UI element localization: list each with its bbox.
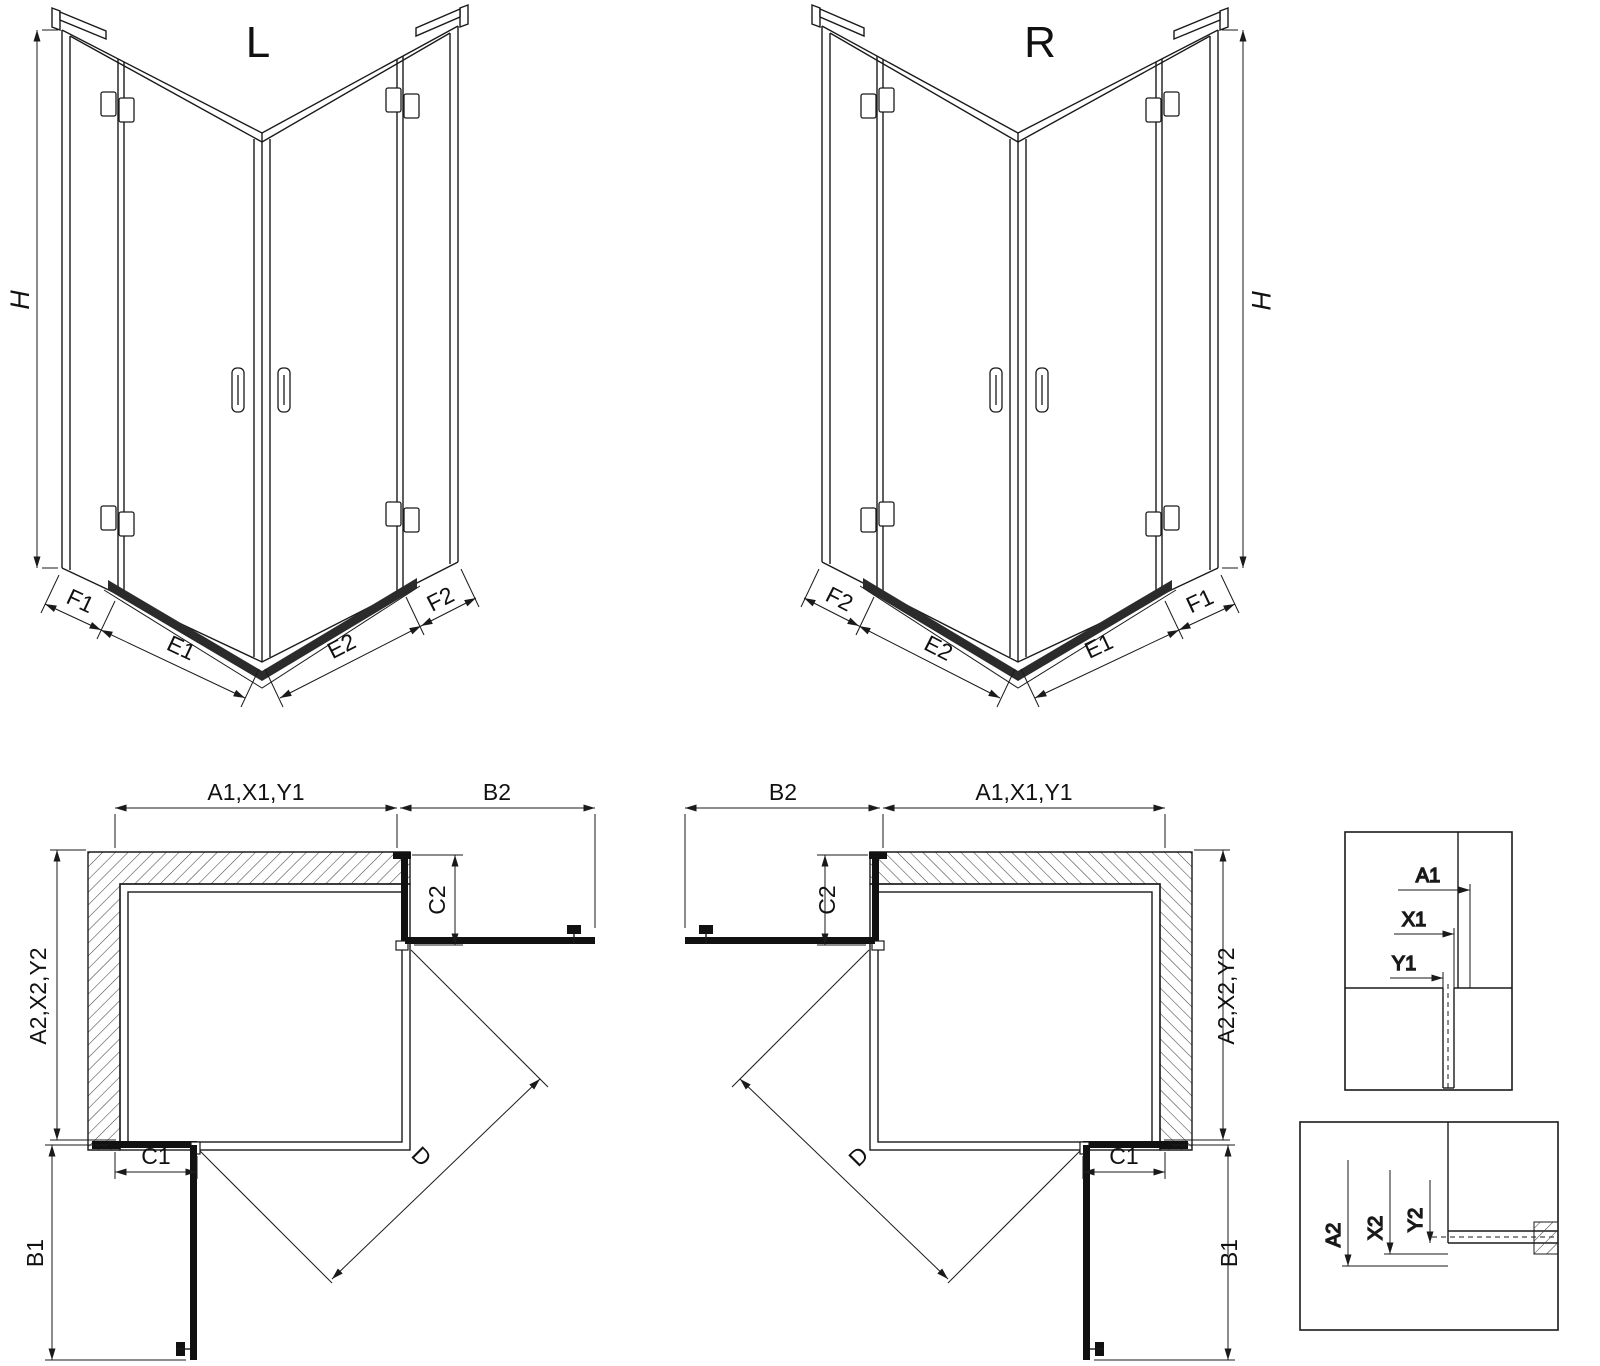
iso-left-drawing: L H F1 E1 E2 F2 [5,5,479,707]
diagonal-d-label: D [407,1141,437,1171]
detail-x2-label: X2 [1365,1216,1387,1240]
door-b1-label: B1 [1216,1239,1242,1267]
plan-depth-label: A2,X2,Y2 [1213,947,1239,1044]
plan-width-label: A1,X1,Y1 [207,779,304,805]
detail-a1-label: A1 [1416,865,1440,887]
fixed-c1-label: C1 [1109,1143,1138,1169]
door-b2-label: B2 [769,779,797,805]
fixed-panel-f2-label: F2 [822,581,858,616]
fixed-panel-f1-label: F1 [1182,583,1217,618]
height-dimension-label: H [5,290,35,310]
fixed-c2-label: C2 [424,885,450,914]
detail-box [1344,831,1513,1091]
height-dimension-label: H [1246,290,1276,310]
detail-y1-label: Y1 [1392,953,1416,975]
fixed-panel-f1-label: F1 [63,583,98,618]
plan-width-label: A1,X1,Y1 [975,779,1072,805]
iso-right-title: R [1024,18,1056,67]
diagonal-d-label: D [843,1141,873,1171]
detail-glass-bottom: A2 X2 Y2 [1299,1121,1559,1331]
fixed-c2-label: C2 [814,885,840,914]
plan-left-drawing: A1,X1,Y1 B2 C2 A2,X2,Y2 C1 B1 D [22,779,595,1360]
fixed-c1-label: C1 [141,1143,170,1169]
detail-a2-label: A2 [1323,1223,1345,1247]
iso-right-drawing: R H F2 E2 E1 F1 [801,5,1276,707]
plan-right-drawing: B2 A1,X1,Y1 C2 A2,X2,Y2 C1 B1 D [685,779,1242,1360]
detail-x1-label: X1 [1402,909,1426,931]
fixed-panel-f2-label: F2 [423,581,459,616]
detail-y2-label: Y2 [1405,1208,1427,1232]
door-b1-label: B1 [22,1239,48,1267]
iso-left-title: L [246,18,270,67]
detail-glass-top: A1 X1 Y1 [1344,831,1513,1091]
plan-depth-label: A2,X2,Y2 [25,947,51,1044]
door-b2-label: B2 [483,779,511,805]
